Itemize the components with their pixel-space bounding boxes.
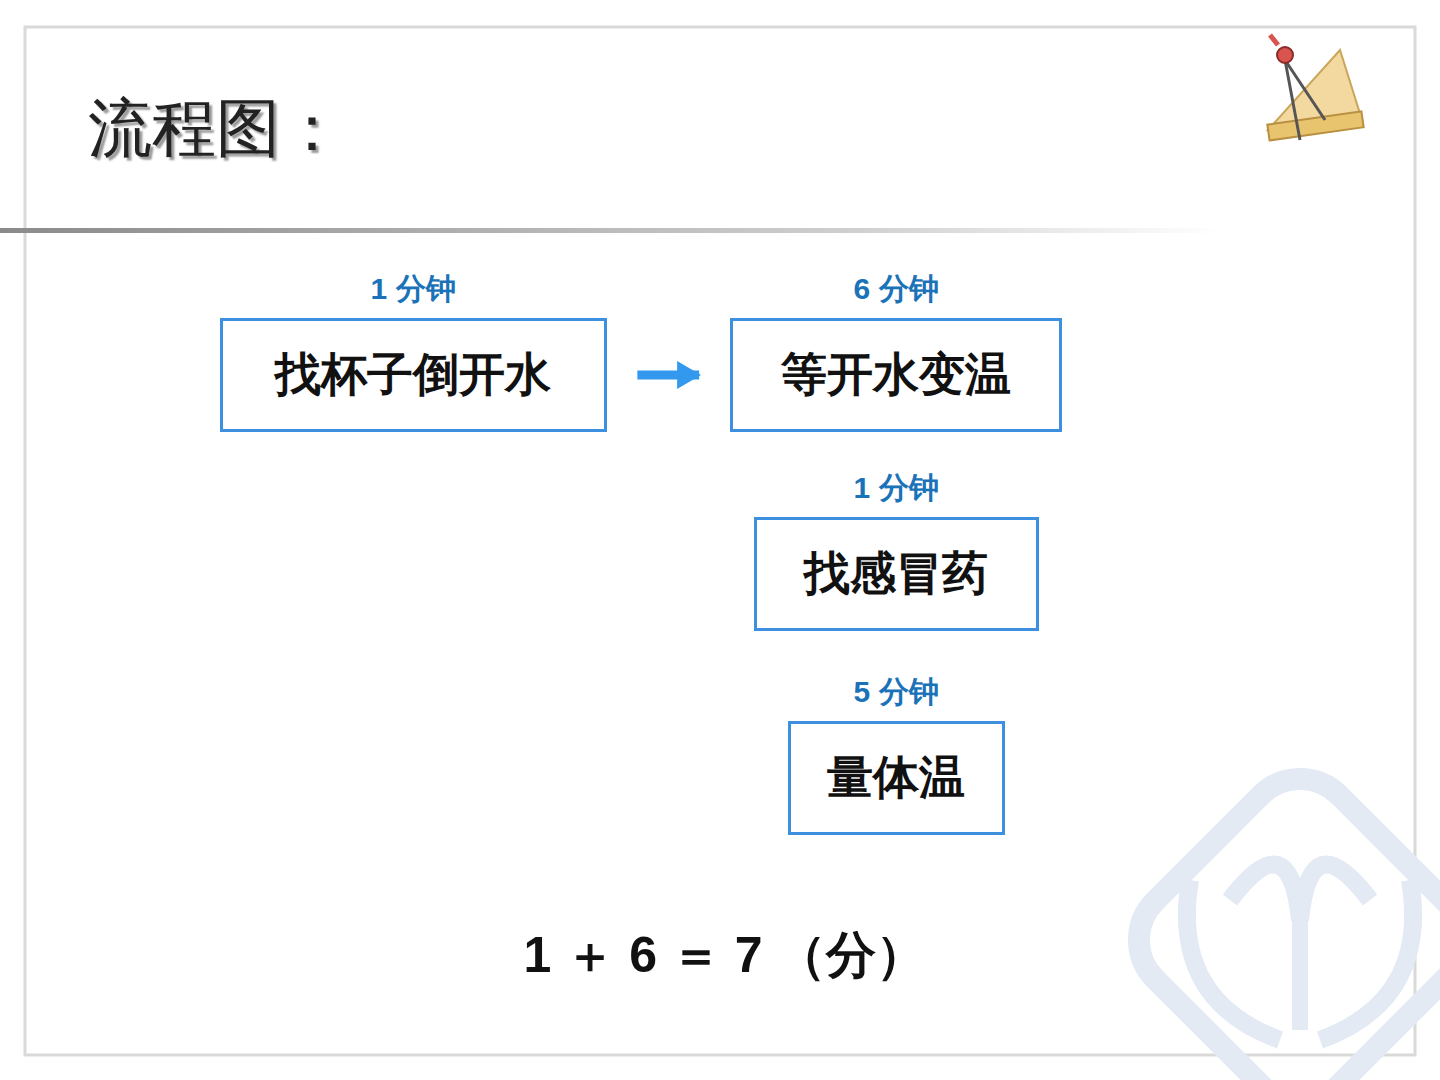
slide-frame bbox=[25, 27, 1415, 1055]
duration-label: 1 分钟 bbox=[370, 271, 455, 307]
equation-label: 1 ＋ 6 ＝ 7 （分） bbox=[524, 925, 927, 985]
step-text: 量体温 bbox=[827, 750, 965, 805]
process-box: 5 分钟量体温 bbox=[788, 721, 1005, 835]
slide-title: 流程图： bbox=[88, 90, 344, 167]
duration-label: 1 分钟 bbox=[853, 470, 938, 506]
title-rule bbox=[0, 228, 1220, 233]
flow-arrow bbox=[637, 371, 699, 380]
duration-label: 6 分钟 bbox=[853, 271, 938, 307]
step-text: 找感冒药 bbox=[804, 546, 988, 601]
process-box: 1 分钟找感冒药 bbox=[754, 517, 1039, 631]
process-box: 6 分钟等开水变温 bbox=[730, 318, 1062, 432]
tools-icon bbox=[1267, 35, 1363, 140]
process-box: 1 分钟找杯子倒开水 bbox=[220, 318, 607, 432]
step-text: 找杯子倒开水 bbox=[275, 347, 551, 402]
duration-label: 5 分钟 bbox=[853, 674, 938, 710]
watermark-logo bbox=[1116, 756, 1440, 1080]
step-text: 等开水变温 bbox=[781, 347, 1011, 402]
